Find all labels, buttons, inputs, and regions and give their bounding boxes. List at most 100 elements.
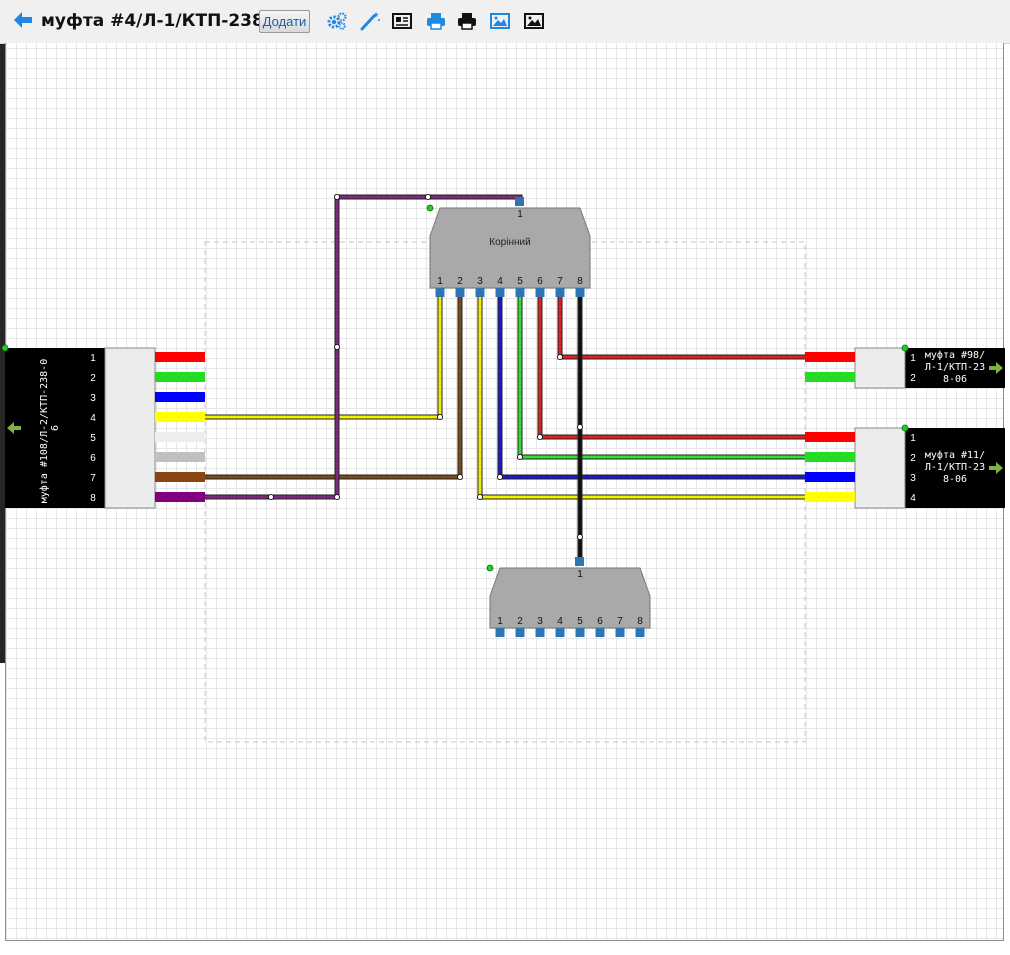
wire-node[interactable] bbox=[424, 193, 432, 201]
left-cable-connector bbox=[104, 347, 156, 509]
wire-node[interactable] bbox=[456, 473, 464, 481]
splitter-bottom-port-2[interactable] bbox=[515, 628, 525, 637]
wire-split7-rt1[interactable] bbox=[558, 297, 805, 359]
back-arrow-icon[interactable] bbox=[12, 10, 34, 30]
print-icon[interactable] bbox=[456, 11, 478, 31]
wire-node[interactable] bbox=[536, 433, 544, 441]
splitter-top-port-4[interactable] bbox=[495, 288, 505, 297]
wire-node[interactable] bbox=[516, 453, 524, 461]
add-button[interactable]: Додати bbox=[259, 10, 310, 33]
wire-node[interactable] bbox=[496, 473, 504, 481]
splitter-top-port-6[interactable] bbox=[535, 288, 545, 297]
wire-left7-split2[interactable] bbox=[205, 297, 462, 479]
splitter-top-port-2[interactable] bbox=[455, 288, 465, 297]
splitter-bottom-port-6[interactable] bbox=[595, 628, 605, 637]
left-fiber-8[interactable] bbox=[155, 492, 205, 502]
left-fiber-4[interactable] bbox=[155, 412, 205, 422]
wire-node[interactable] bbox=[556, 353, 564, 361]
left-fiber-number: 4 bbox=[90, 413, 96, 424]
diagram-canvas[interactable] bbox=[5, 43, 1004, 941]
splitter-top-port-label: 1 bbox=[437, 276, 443, 287]
splitter-bottom-port-3[interactable] bbox=[535, 628, 545, 637]
splitter-bottom-port-5[interactable] bbox=[575, 628, 585, 637]
right-cable-top-arrow-icon[interactable] bbox=[989, 362, 1003, 374]
right-top-fiber-number: 1 bbox=[910, 353, 916, 364]
left-fiber-7[interactable] bbox=[155, 472, 205, 482]
wire-split3-rb4[interactable] bbox=[478, 297, 805, 499]
splitter-bottom-body[interactable] bbox=[489, 567, 651, 629]
left-fiber-1[interactable] bbox=[155, 352, 205, 362]
splitter-bottom-port-label: 8 bbox=[637, 616, 643, 627]
right-cable-bottom-block[interactable] bbox=[905, 428, 1005, 508]
image-icon[interactable] bbox=[523, 11, 545, 31]
wire-node[interactable] bbox=[267, 493, 275, 501]
wire-split5-rb2-outline bbox=[517, 297, 805, 460]
magic-wand-icon[interactable] bbox=[359, 11, 381, 31]
splitter-top-port-label: 2 bbox=[457, 276, 463, 287]
left-cable-arrow-icon[interactable] bbox=[7, 422, 21, 434]
splitter-bottom-marker[interactable] bbox=[486, 564, 494, 572]
newspaper-icon[interactable] bbox=[391, 11, 413, 31]
right-cable-bottom-connector bbox=[854, 427, 906, 509]
gears-icon[interactable] bbox=[326, 11, 348, 31]
splitter-top-input-label: 1 bbox=[517, 209, 523, 220]
wire-split4-rb3-outline bbox=[497, 297, 805, 480]
wire-node[interactable] bbox=[333, 343, 341, 351]
wire-split4-rb3[interactable] bbox=[498, 297, 805, 479]
right-cable-top-connector bbox=[854, 347, 906, 389]
right-cable-top-block[interactable] bbox=[905, 348, 1005, 388]
wire-node[interactable] bbox=[576, 533, 584, 541]
splitter-top-port-7[interactable] bbox=[555, 288, 565, 297]
splitter-top-body[interactable] bbox=[429, 207, 591, 289]
splitter-bottom-port-8[interactable] bbox=[635, 628, 645, 637]
right-bottom-fiber-2[interactable] bbox=[805, 452, 855, 462]
wire-node[interactable] bbox=[333, 493, 341, 501]
right-bottom-fiber-number: 2 bbox=[910, 453, 916, 464]
splitter-top-port-3[interactable] bbox=[475, 288, 485, 297]
left-fiber-2[interactable] bbox=[155, 372, 205, 382]
right-bottom-fiber-4[interactable] bbox=[805, 492, 855, 502]
right-cable-bottom-arrow-icon[interactable] bbox=[989, 462, 1003, 474]
splitter-top-marker[interactable] bbox=[426, 204, 434, 212]
right-bottom-fiber-3[interactable] bbox=[805, 472, 855, 482]
splitter-bottom-input-port[interactable] bbox=[575, 557, 584, 566]
left-cable-marker[interactable] bbox=[1, 344, 9, 352]
splitter-top-port-5[interactable] bbox=[515, 288, 525, 297]
splitter-bottom-port-1[interactable] bbox=[495, 628, 505, 637]
splitter-top-port-label: 3 bbox=[477, 276, 483, 287]
splitter-bottom-port-label: 1 bbox=[497, 616, 503, 627]
wire-node[interactable] bbox=[576, 423, 584, 431]
right-top-fiber-2[interactable] bbox=[805, 372, 855, 382]
right-cable-bottom-marker[interactable] bbox=[901, 424, 909, 432]
wire-node[interactable] bbox=[476, 493, 484, 501]
left-fiber-3[interactable] bbox=[155, 392, 205, 402]
splitter-bottom-port-4[interactable] bbox=[555, 628, 565, 637]
splitter-bottom-port-label: 6 bbox=[597, 616, 603, 627]
splitter-top-port-label: 7 bbox=[557, 276, 563, 287]
left-fiber-5[interactable] bbox=[155, 432, 205, 442]
wire-left4-split1[interactable] bbox=[205, 297, 442, 419]
right-top-fiber-1[interactable] bbox=[805, 352, 855, 362]
wire-node[interactable] bbox=[333, 193, 341, 201]
splitter-bottom-port-7[interactable] bbox=[615, 628, 625, 637]
right-cable-top-marker[interactable] bbox=[901, 344, 909, 352]
right-bottom-fiber-1[interactable] bbox=[805, 432, 855, 442]
page-title: муфта #4/Л-1/КТП-238-06 bbox=[41, 11, 295, 31]
splitter-top-port-8[interactable] bbox=[575, 288, 585, 297]
splitter-top-input-port[interactable] bbox=[515, 197, 524, 206]
left-fiber-6[interactable] bbox=[155, 452, 205, 462]
splitter-top-port-1[interactable] bbox=[435, 288, 445, 297]
print-blue-icon[interactable] bbox=[425, 11, 447, 31]
wire-split5-rb2[interactable] bbox=[518, 297, 805, 459]
wire-node[interactable] bbox=[436, 413, 444, 421]
window-left-edge bbox=[0, 43, 5, 663]
right-bottom-fiber-number: 1 bbox=[910, 433, 916, 444]
image-blue-icon[interactable] bbox=[489, 11, 511, 31]
left-cable-block[interactable] bbox=[5, 348, 105, 508]
